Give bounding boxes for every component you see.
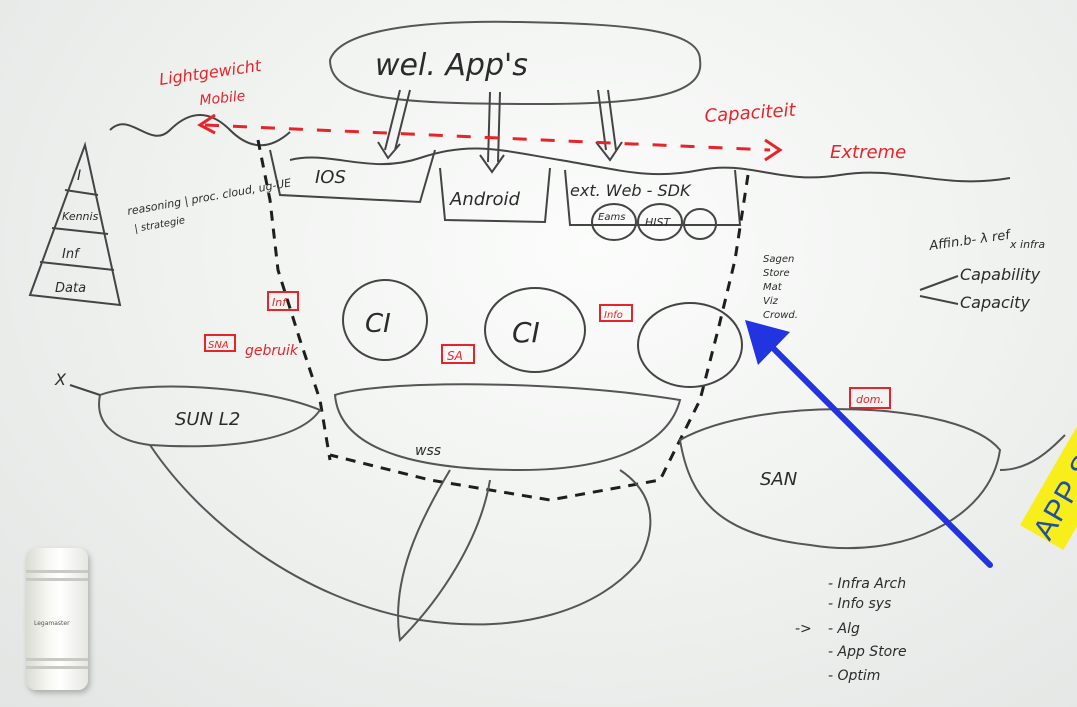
capability-arrows bbox=[919, 275, 959, 305]
right-list-item: Sagen bbox=[763, 254, 794, 265]
red-box-sna bbox=[204, 334, 236, 352]
red-box-sa bbox=[441, 344, 475, 364]
right-list-item: Crowd. bbox=[763, 310, 798, 321]
bottom-list: - Infra Arch - Info sys - Alg - App Stor… bbox=[828, 576, 907, 684]
red-arrow-head-left bbox=[197, 113, 216, 135]
right-list-item: Store bbox=[763, 268, 790, 279]
sun-label: SUN L2 bbox=[175, 409, 240, 430]
android-box bbox=[439, 167, 551, 224]
red-box-info-label: Info bbox=[604, 310, 623, 321]
wss-label: wss bbox=[415, 443, 441, 459]
whale-body bbox=[149, 444, 652, 626]
red-box-info bbox=[599, 304, 633, 322]
red-label-mobile: Mobile bbox=[199, 88, 246, 109]
red-label-capacity: Capaciteit bbox=[704, 100, 797, 127]
bottom-list-item: - Optim bbox=[828, 668, 880, 684]
red-label-gebruik: gebruik bbox=[245, 343, 299, 359]
ci-left-circle bbox=[342, 279, 428, 361]
red-label-light: Lightgewicht bbox=[158, 56, 263, 89]
bottom-list-item: - Infra Arch bbox=[828, 576, 906, 592]
bottom-list-item: - App Store bbox=[828, 644, 907, 660]
blue-arrow-line bbox=[757, 332, 993, 568]
pyramid bbox=[28, 141, 122, 307]
blue-arrow-head bbox=[745, 320, 790, 365]
web-sub-bubble-c bbox=[683, 208, 717, 240]
red-arrow-head-right bbox=[764, 138, 783, 162]
red-label-extreme: Extreme bbox=[830, 142, 906, 163]
pyramid-level-top: I bbox=[77, 168, 81, 184]
pyramid-level-inf: Inf bbox=[62, 247, 81, 262]
red-box-dom bbox=[849, 387, 891, 409]
right-list: Sagen Store Mat Viz Crowd. bbox=[763, 254, 798, 321]
dashed-line-left bbox=[256, 139, 332, 461]
ci-right-label: CI bbox=[512, 316, 540, 349]
eraser-brand: Legamaster bbox=[34, 620, 70, 627]
right-list-item: Mat bbox=[763, 282, 783, 293]
red-box-sa-label: SA bbox=[447, 349, 463, 363]
pyramid-level-data: Data bbox=[55, 281, 86, 296]
ci-right-circle bbox=[484, 287, 586, 373]
right-blob bbox=[637, 302, 743, 388]
red-box-inf bbox=[267, 291, 299, 311]
x-arrow bbox=[69, 384, 101, 396]
whale-fin bbox=[397, 469, 491, 643]
wss-shape bbox=[333, 383, 682, 472]
ios-label: IOS bbox=[315, 167, 346, 188]
red-box-inf-label: Inf bbox=[272, 296, 288, 309]
ci-left-label: CI bbox=[365, 309, 391, 339]
pyramid-note-1: reasoning | proc. cloud, ug-UE bbox=[126, 176, 292, 218]
web-sub-b-label: HIST bbox=[645, 216, 671, 229]
top-cloud-shape bbox=[328, 20, 702, 106]
capability-label: Capability bbox=[960, 265, 1041, 284]
wavy-divider bbox=[109, 114, 291, 147]
web-box bbox=[564, 169, 742, 226]
x-label: X bbox=[54, 370, 67, 389]
ios-box bbox=[269, 149, 436, 204]
sun-shape bbox=[98, 385, 322, 448]
cloud-down-arrows bbox=[377, 89, 623, 174]
affin-label: Affin.b- λ ref bbox=[927, 227, 1013, 254]
whale-tail bbox=[999, 434, 1066, 471]
bottom-arrow: -> bbox=[795, 621, 812, 637]
web-sub-a-label: Eams bbox=[598, 212, 625, 223]
bottom-list-item: - Alg bbox=[828, 621, 860, 637]
capacity-label: Capacity bbox=[960, 293, 1030, 312]
red-box-dom-label: dom. bbox=[856, 393, 884, 406]
san-label: SAN bbox=[760, 469, 797, 490]
pyramid-note-2: | strategie bbox=[134, 215, 186, 235]
whiteboard-eraser: Legamaster bbox=[26, 548, 88, 690]
affin-label-2: x infra bbox=[1009, 238, 1045, 251]
web-label: ext. Web - SDK bbox=[570, 181, 692, 200]
top-cloud-label: wel. App's bbox=[375, 48, 528, 83]
bottom-list-item: - Info sys bbox=[828, 596, 891, 612]
red-box-sna-label: SNA bbox=[208, 340, 229, 351]
android-label: Android bbox=[449, 189, 521, 210]
pyramid-level-kennis: Kennis bbox=[62, 210, 99, 223]
wavy-divider-right bbox=[289, 147, 1011, 183]
web-sub-bubble-b bbox=[637, 203, 683, 241]
right-list-item: Viz bbox=[763, 296, 779, 307]
web-sub-bubble-a bbox=[591, 203, 637, 241]
red-dashed-arrow bbox=[204, 123, 771, 152]
